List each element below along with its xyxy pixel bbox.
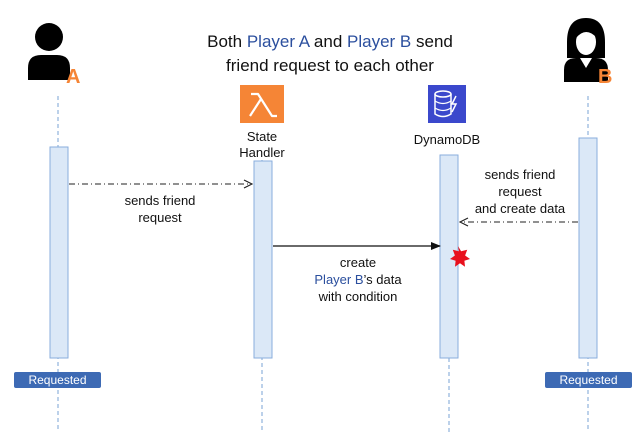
diagram-title: Both Player A and Player B send friend r… [150,30,510,78]
activation-player-b [578,137,598,359]
person-icon [28,23,70,80]
status-badge-player-a: Requested [14,372,101,388]
state-handler-label: State Handler [239,129,285,160]
lambda-icon [240,85,284,123]
status-badge-player-b: Requested [545,372,632,388]
player-a-letter: A [66,66,80,88]
player-b-letter: B [598,66,612,88]
conflict-star-icon [450,246,470,267]
title-player-a: Player A [246,32,310,51]
message-a-to-handler: sends friend request [124,193,196,225]
activation-player-a [49,146,69,359]
title-player-b: Player B [347,32,412,51]
dynamodb-label: DynamoDB [413,132,481,147]
woman-icon [564,18,608,82]
message-b-to-dynamodb: sends friend request and create data [474,167,566,216]
message-handler-to-dynamodb: create Player B’s data with condition [314,255,402,304]
dynamodb-icon [428,85,466,123]
title-line-2: friend request to each other [226,56,434,75]
activation-state-handler [253,160,273,359]
